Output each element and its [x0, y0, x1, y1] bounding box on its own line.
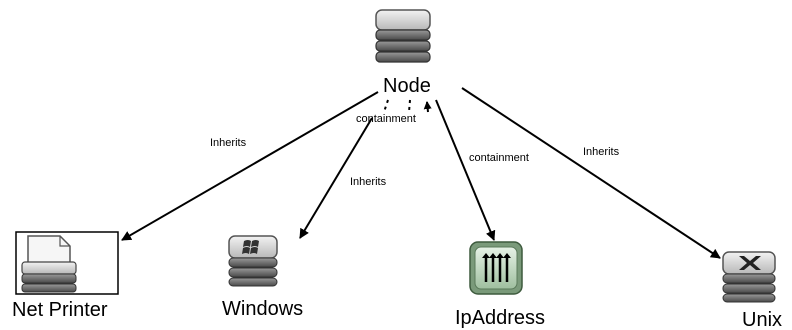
node-label: Unix [742, 309, 782, 330]
edge-line [121, 91, 379, 241]
selection-box [15, 231, 119, 295]
node-net-printer[interactable]: Net Printer [12, 231, 119, 321]
node-label: IpAddress [455, 307, 545, 329]
edge-line [383, 99, 389, 113]
edge-line [435, 99, 496, 241]
edge-label-inherits: Inherits [350, 176, 387, 188]
edge-line [461, 87, 721, 259]
printer-icon [21, 235, 77, 293]
node-ipaddress[interactable]: IpAddress [455, 241, 545, 329]
edge-label-inherits: Inherits [210, 137, 247, 149]
edge-node-to-unix[interactable]: Inherits [461, 87, 721, 259]
edge-label-containment: containment [469, 152, 529, 164]
node-windows[interactable]: Windows [222, 235, 303, 320]
edge-label-containment: containment [356, 113, 416, 125]
edge-node-to-windows[interactable]: Inherits [299, 117, 387, 239]
edge-line [423, 101, 432, 113]
node-label: Node [383, 75, 431, 97]
node-node[interactable]: Node [375, 9, 431, 97]
edge-node-to-ipaddress[interactable]: containment [435, 99, 529, 241]
windows-logo-icon [228, 235, 278, 287]
edge-containment-dashed[interactable]: containment [356, 99, 432, 125]
server-stack-icon [375, 9, 431, 63]
node-label: Net Printer [12, 299, 108, 321]
node-label: Windows [222, 298, 303, 320]
edge-label-inherits: Inherits [583, 146, 620, 158]
unix-x-icon [722, 251, 776, 303]
edge-line [408, 99, 411, 113]
edge-line [299, 117, 373, 239]
ip-address-icon [469, 241, 523, 295]
edge-node-to-net-printer[interactable]: Inherits [121, 91, 379, 241]
node-unix[interactable]: Unix [722, 251, 782, 330]
